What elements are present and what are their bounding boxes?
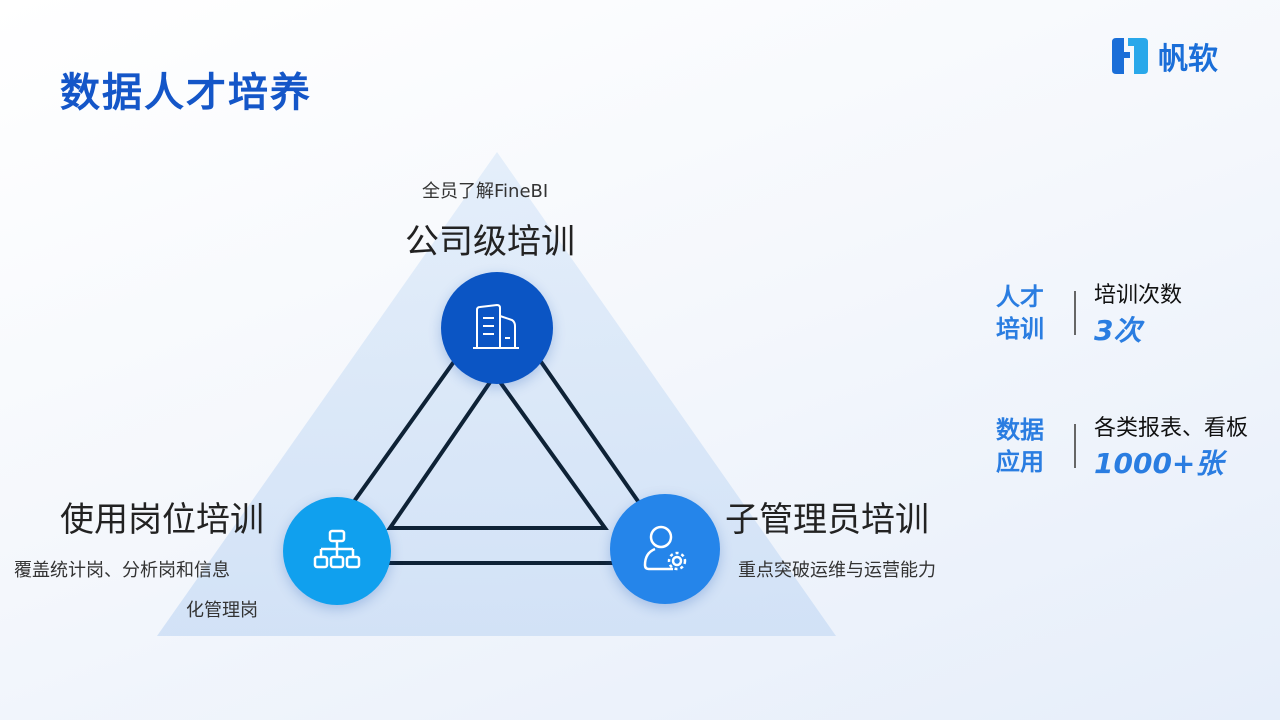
company-training-subtitle: 全员了解FineBI [422, 181, 549, 202]
stat-value: 1000+张 [1094, 447, 1224, 480]
fanruan-logo-icon [1112, 38, 1148, 74]
company-training-title: 公司级培训 [405, 222, 575, 262]
building-icon [473, 303, 519, 349]
stat-value: 3次 [1094, 314, 1142, 347]
role-training-node [283, 497, 391, 605]
sub-admin-training-desc: 重点突破运维与运营能力 [738, 560, 936, 581]
stat-key-line2: 应用 [996, 448, 1044, 476]
stat-key-line2: 培训 [996, 315, 1044, 343]
stat-key-line1: 数据 [996, 416, 1044, 444]
role-training-desc-2: 化管理岗 [186, 600, 258, 621]
user-gear-icon [643, 525, 687, 571]
sub-admin-training-title: 子管理员培训 [725, 500, 929, 540]
role-training-title: 使用岗位培训 [60, 500, 264, 540]
logo: 帆软 [1110, 34, 1218, 78]
page-title: 数据人才培养 [60, 70, 312, 116]
outer-triangle [308, 298, 683, 565]
stat-key-line1: 人才 [996, 283, 1044, 311]
role-training-desc-1: 覆盖统计岗、分析岗和信息 [14, 560, 230, 581]
divider [1074, 291, 1076, 335]
divider [1074, 424, 1076, 468]
sub-admin-training-node [610, 494, 720, 604]
inner-triangle [386, 371, 609, 530]
org-chart-icon [313, 529, 361, 569]
stat-label: 各类报表、看板 [1094, 416, 1249, 441]
stat-label: 培训次数 [1094, 283, 1183, 308]
stat-data-application: 数据应用 各类报表、看板 1000+张 [996, 410, 1248, 482]
logo-text: 帆软 [1158, 42, 1218, 77]
stat-talent-training: 人才培训 培训次数 3次 [996, 277, 1182, 349]
company-training-node [441, 272, 553, 384]
